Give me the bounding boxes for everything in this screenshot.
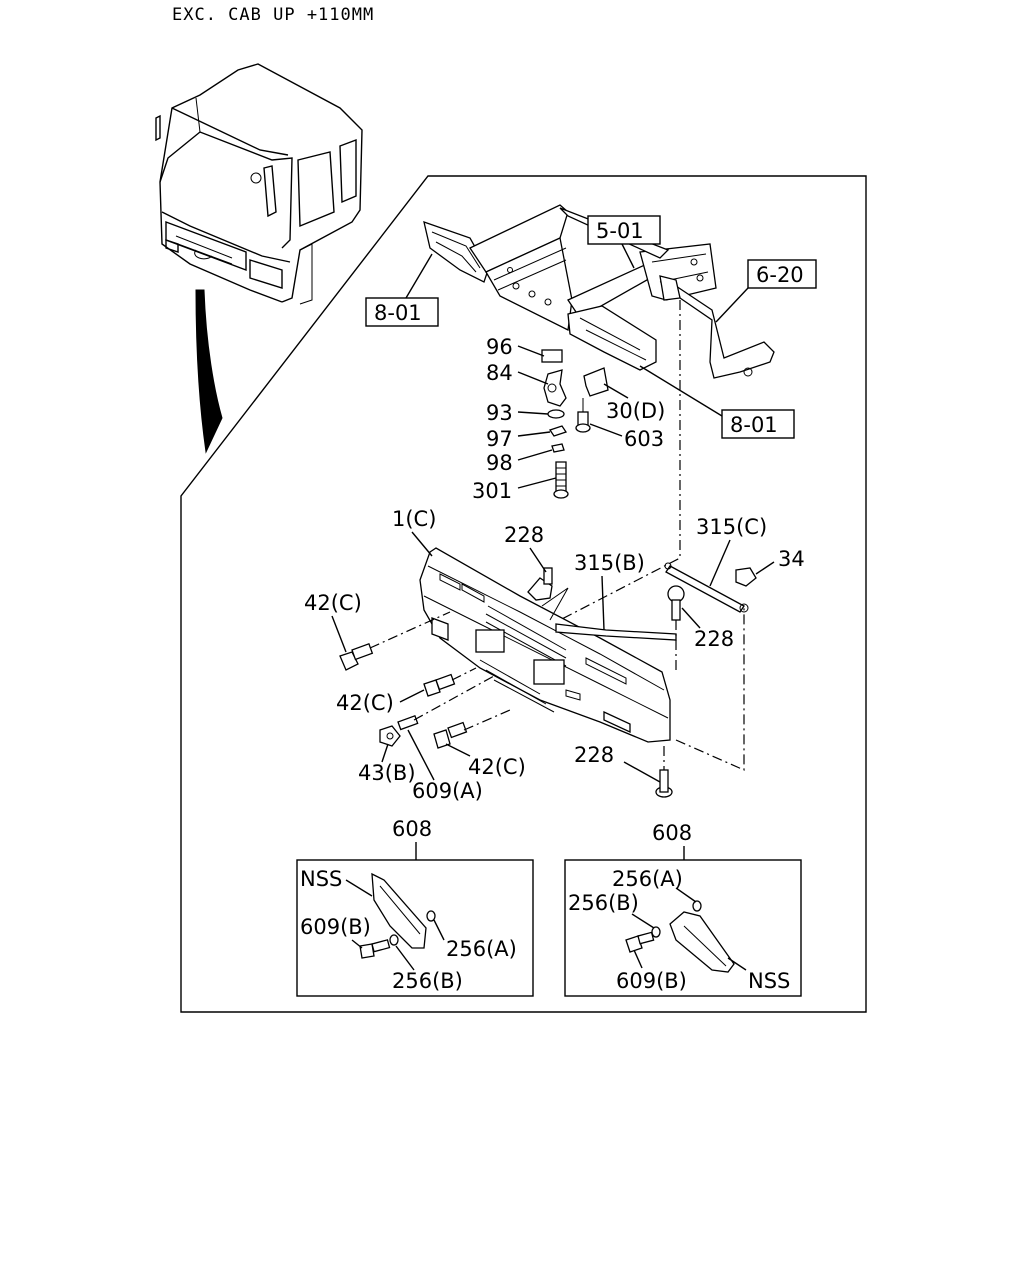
svg-text:42(C): 42(C) bbox=[468, 755, 526, 779]
svg-text:96: 96 bbox=[486, 335, 513, 359]
bolt-228-right bbox=[667, 585, 685, 621]
stud-609a bbox=[397, 715, 419, 731]
svg-text:609(B): 609(B) bbox=[300, 915, 371, 939]
svg-text:315(C): 315(C) bbox=[696, 515, 767, 539]
svg-text:6-20: 6-20 bbox=[756, 263, 804, 287]
callout-98: 98 bbox=[486, 449, 553, 475]
inset-608-left: NSS 609(B) 256(A) 256(B) bbox=[296, 859, 534, 997]
svg-text:315(B): 315(B) bbox=[574, 551, 645, 575]
inset-608-right: 256(A) 256(B) 609(B) NSS bbox=[564, 859, 802, 997]
svg-text:256(A): 256(A) bbox=[446, 937, 517, 961]
callout-315c: 315(C) bbox=[696, 515, 767, 587]
header-note: EXC. CAB UP +110MM bbox=[172, 5, 374, 25]
callout-42c-1: 42(C) bbox=[304, 591, 362, 653]
ref-box-5-01: 5-01 bbox=[587, 215, 661, 269]
callout-34: 34 bbox=[755, 547, 805, 575]
svg-text:228: 228 bbox=[504, 523, 544, 547]
svg-text:8-01: 8-01 bbox=[730, 413, 778, 437]
svg-text:93: 93 bbox=[486, 401, 513, 425]
svg-text:608: 608 bbox=[392, 817, 432, 841]
svg-text:603: 603 bbox=[624, 427, 664, 451]
svg-text:5-01: 5-01 bbox=[596, 219, 644, 243]
callout-608-right: 608 bbox=[652, 821, 692, 860]
nut-43b bbox=[379, 725, 401, 747]
svg-text:228: 228 bbox=[574, 743, 614, 767]
callout-1c: 1(C) bbox=[392, 507, 436, 557]
ref-box-8-01-left: 8-01 bbox=[365, 253, 439, 327]
callout-42c-3: 42(C) bbox=[445, 743, 526, 779]
svg-text:43(B): 43(B) bbox=[358, 761, 416, 785]
callout-43b: 43(B) bbox=[358, 743, 416, 785]
svg-text:84: 84 bbox=[486, 361, 513, 385]
svg-text:34: 34 bbox=[778, 547, 805, 571]
ref-box-6-20: 6-20 bbox=[715, 259, 817, 323]
callout-609a: 609(A) bbox=[407, 729, 483, 803]
callout-301: 301 bbox=[472, 477, 557, 503]
callout-228-bottom: 228 bbox=[574, 743, 661, 783]
callout-30d: 30(D) bbox=[603, 383, 665, 423]
svg-text:42(C): 42(C) bbox=[304, 591, 362, 615]
callout-315b: 315(B) bbox=[574, 551, 645, 631]
svg-text:609(B): 609(B) bbox=[616, 969, 687, 993]
svg-text:256(A): 256(A) bbox=[612, 867, 683, 891]
truck-cab-illustration bbox=[155, 63, 363, 305]
callout-603: 603 bbox=[589, 423, 664, 451]
svg-text:97: 97 bbox=[486, 427, 513, 451]
nut-34 bbox=[735, 567, 757, 587]
zoom-arrow bbox=[195, 289, 223, 454]
chassis-frame-assembly bbox=[423, 204, 775, 379]
callout-228-right: 228 bbox=[681, 607, 734, 651]
tow-hook-hardware bbox=[541, 349, 609, 499]
svg-text:98: 98 bbox=[486, 451, 513, 475]
svg-text:8-01: 8-01 bbox=[374, 301, 422, 325]
detail-frame bbox=[180, 175, 867, 1013]
bolt-228-top bbox=[527, 567, 553, 601]
ref-box-8-01-right: 8-01 bbox=[639, 365, 795, 439]
svg-text:228: 228 bbox=[694, 627, 734, 651]
svg-text:1(C): 1(C) bbox=[392, 507, 436, 531]
callout-93: 93 bbox=[486, 401, 549, 425]
callout-84: 84 bbox=[486, 361, 549, 385]
nss-label-left: NSS bbox=[300, 867, 342, 891]
callout-608-left: 608 bbox=[392, 817, 432, 860]
callout-96: 96 bbox=[486, 335, 545, 359]
bolt-42c-1 bbox=[339, 643, 374, 671]
callout-42c-2: 42(C) bbox=[336, 689, 425, 715]
callout-97: 97 bbox=[486, 427, 551, 451]
svg-text:608: 608 bbox=[652, 821, 692, 845]
reference-line bbox=[559, 300, 681, 621]
svg-text:42(C): 42(C) bbox=[336, 691, 394, 715]
nss-label-right: NSS bbox=[748, 969, 790, 993]
svg-text:301: 301 bbox=[472, 479, 512, 503]
svg-text:609(A): 609(A) bbox=[412, 779, 483, 803]
bolt-228-bottom bbox=[655, 769, 673, 798]
svg-text:256(B): 256(B) bbox=[392, 969, 463, 993]
bolt-42c-3 bbox=[433, 721, 468, 749]
svg-text:256(B): 256(B) bbox=[568, 891, 639, 915]
bolt-42c-2 bbox=[423, 673, 456, 697]
front-bumper bbox=[419, 547, 671, 743]
svg-text:30(D): 30(D) bbox=[606, 399, 665, 423]
callout-228-top: 228 bbox=[504, 523, 547, 573]
